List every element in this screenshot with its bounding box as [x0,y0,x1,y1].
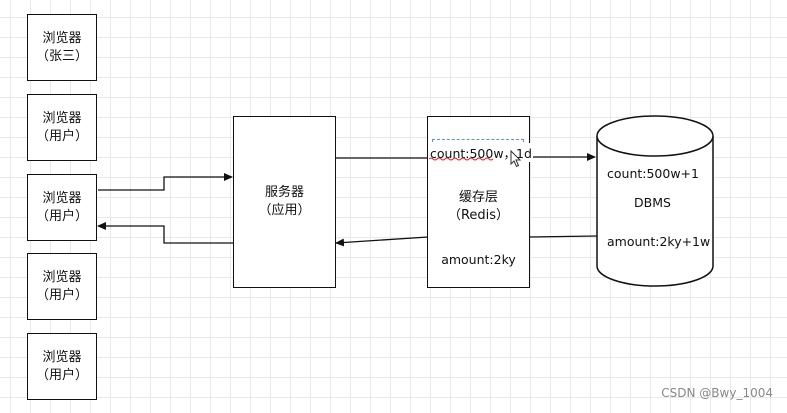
cache-amount-label: amount:2ky [441,252,516,267]
browser-label: 浏览器 [42,269,82,285]
browser-label: 浏览器 [42,190,82,206]
server-sublabel: （应用） [258,203,311,218]
db-name-label: DBMS [634,195,671,210]
db-count-label: count:500w+1 [607,166,699,181]
browser-sublabel: （用户） [35,128,88,144]
browser-sublabel: （用户） [35,287,88,303]
browser-sublabel: （用户） [35,208,88,224]
browser-box-user-3[interactable]: 浏览器 （用户） [27,253,97,320]
cache-label: 缓存层 [458,190,498,205]
browser-box-user-1[interactable]: 浏览器 （用户） [27,94,97,161]
cache-sublabel: （Redis） [447,208,510,223]
arrow-server-to-browser [97,222,234,244]
arrow-cache-to-server [335,236,429,247]
watermark: CSDN @Bwy_1004 [661,386,773,400]
db-amount-label: amount:2ky+1w [607,234,711,249]
browser-box-user-4[interactable]: 浏览器 （用户） [27,333,97,400]
browser-box-zhangsan[interactable]: 浏览器 （张三） [27,14,97,81]
server-box[interactable]: 服务器 （应用） [233,116,336,288]
browser-label: 浏览器 [42,349,82,365]
browser-sublabel: （张三） [35,48,88,64]
database-cylinder[interactable] [596,115,714,287]
browser-sublabel: （用户） [35,367,88,383]
server-label: 服务器 [264,185,304,200]
edge-edit-text[interactable]: count:500w，1d [429,143,533,162]
mouse-cursor-icon [510,150,522,168]
spellcheck-underline [429,157,494,161]
browser-label: 浏览器 [42,110,82,126]
arrow-browser-to-server [98,173,233,191]
browser-box-user-2[interactable]: 浏览器 （用户） [27,174,97,241]
browser-label: 浏览器 [42,30,82,46]
line-db-to-cache [528,235,598,238]
